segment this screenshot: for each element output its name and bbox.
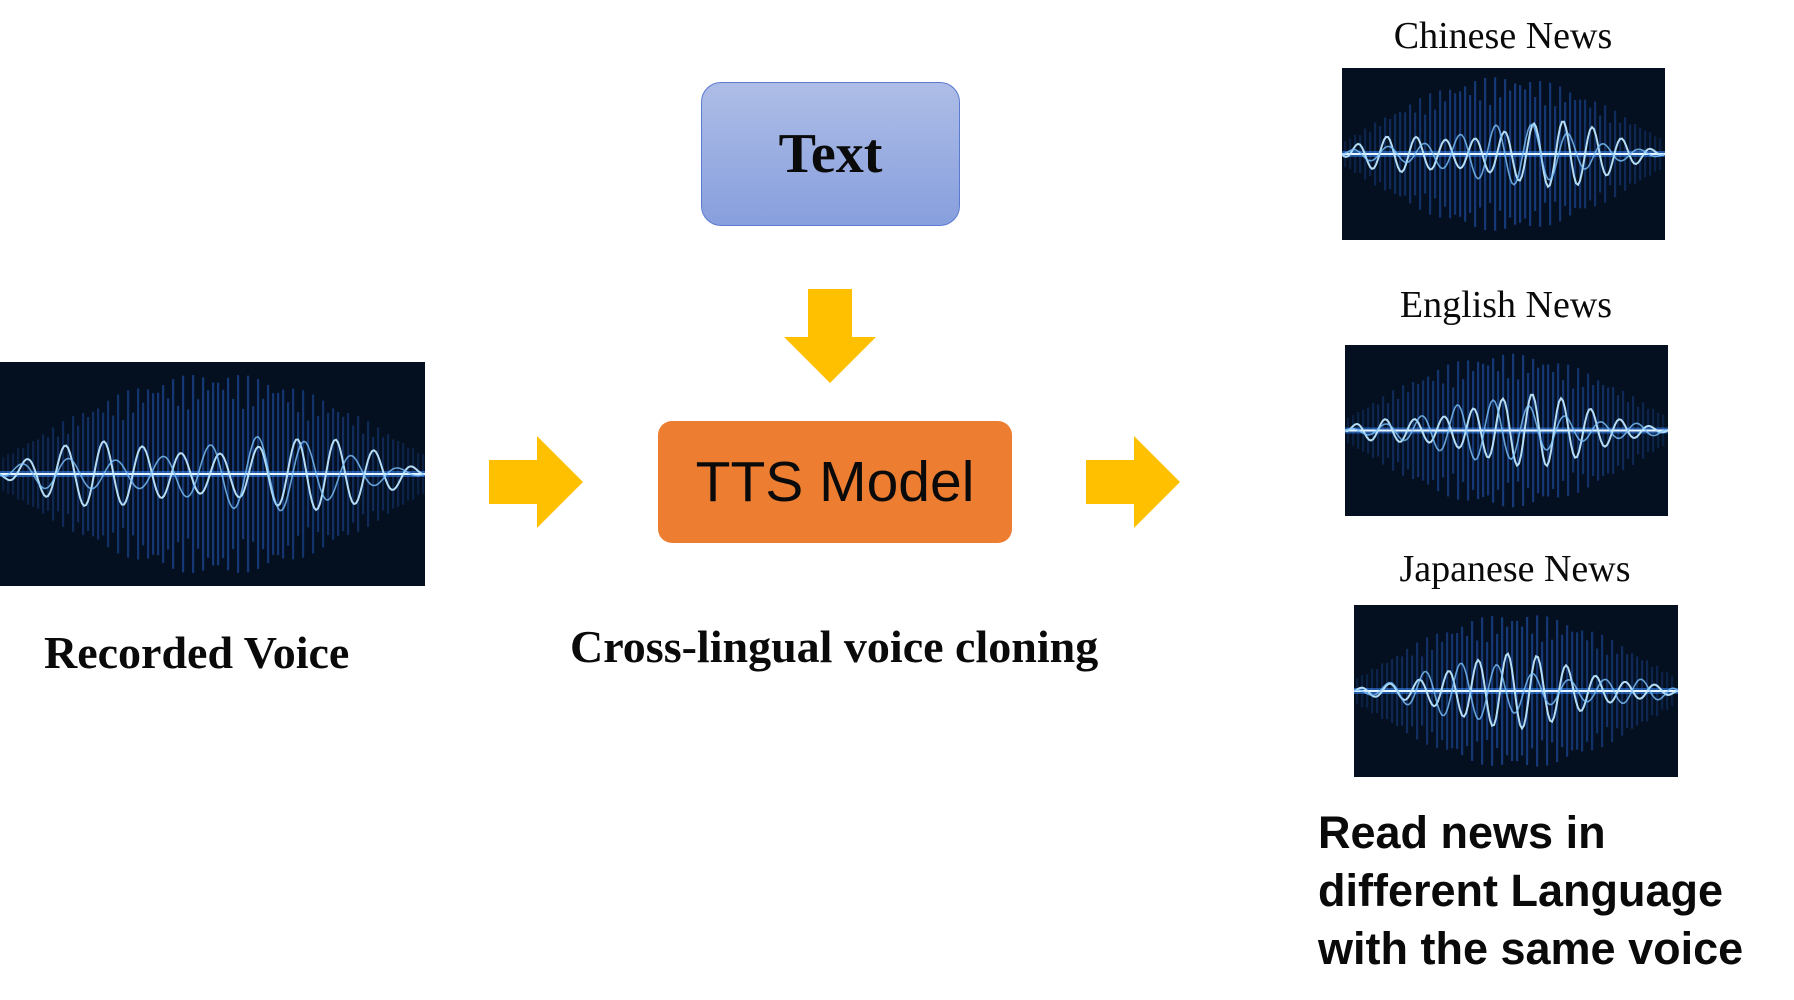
output-label-japanese: Japanese News xyxy=(1399,548,1631,590)
recorded-voice-waveform-icon xyxy=(0,362,425,586)
output-label-english: English News xyxy=(1399,284,1613,326)
note-line: different Language xyxy=(1318,865,1724,916)
text-box-label: Text xyxy=(778,123,883,185)
output-note: Read news in different Language with the… xyxy=(1318,804,1743,978)
recorded-voice-label: Recorded Voice xyxy=(44,627,350,678)
japanese-news-waveform-icon xyxy=(1354,605,1678,777)
chinese-news-waveform-icon xyxy=(1342,68,1665,240)
arrow-down-icon xyxy=(784,289,876,383)
tts-model-label: TTS Model xyxy=(695,450,975,514)
arrow-right-icon xyxy=(1086,436,1180,528)
caption: Cross-lingual voice cloning xyxy=(570,621,1099,672)
note-line: Read news in xyxy=(1318,807,1606,858)
english-news-waveform-icon xyxy=(1345,345,1668,516)
note-line: with the same voice xyxy=(1318,923,1744,974)
arrow-right-icon xyxy=(489,436,583,528)
text-input-box: Text xyxy=(701,82,960,226)
tts-model-box: TTS Model xyxy=(658,421,1012,543)
output-label-chinese: Chinese News xyxy=(1393,15,1613,57)
